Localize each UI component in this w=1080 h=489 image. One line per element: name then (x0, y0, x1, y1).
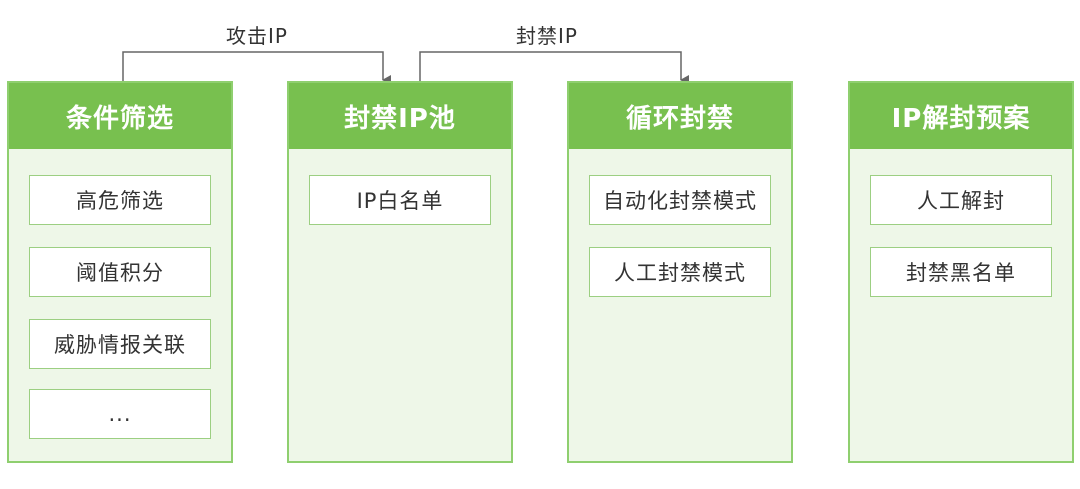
ban-ip-label: 封禁IP (516, 24, 578, 48)
item-auto-ban-mode: 自动化封禁模式 (589, 175, 771, 225)
column-condition-filter: 条件筛选 高危筛选 阈值积分 威胁情报关联 ... (7, 81, 233, 463)
item-manual-ban-mode: 人工封禁模式 (589, 247, 771, 297)
column-cyclic-ban: 循环封禁 自动化封禁模式 人工封禁模式 (567, 81, 793, 463)
item-more: ... (29, 389, 211, 439)
item-threat-intel: 威胁情报关联 (29, 319, 211, 369)
ban-ip-arrow (419, 51, 689, 85)
item-ip-whitelist: IP白名单 (309, 175, 491, 225)
column-title: IP解封预案 (850, 83, 1072, 149)
column-title: 循环封禁 (569, 83, 791, 149)
column-ban-ip-pool: 封禁IP池 IP白名单 (287, 81, 513, 463)
attack-ip-arrow (122, 51, 391, 85)
item-ban-blacklist: 封禁黑名单 (870, 247, 1052, 297)
item-threshold-score: 阈值积分 (29, 247, 211, 297)
column-title: 封禁IP池 (289, 83, 511, 149)
attack-ip-label: 攻击IP (226, 24, 288, 48)
column-ip-unban-plan: IP解封预案 人工解封 封禁黑名单 (848, 81, 1074, 463)
item-manual-unban: 人工解封 (870, 175, 1052, 225)
item-high-risk-filter: 高危筛选 (29, 175, 211, 225)
column-title: 条件筛选 (9, 83, 231, 149)
